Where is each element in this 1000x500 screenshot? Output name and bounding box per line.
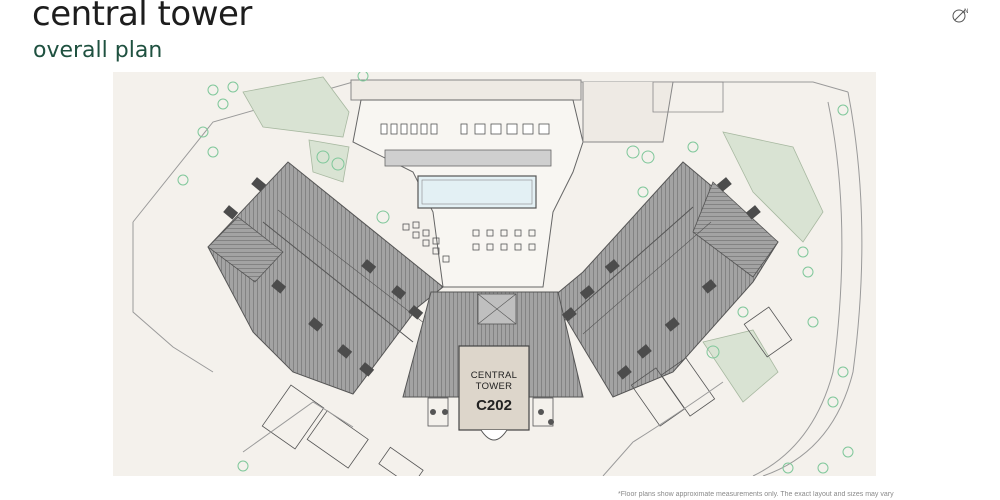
unit-label-c202[interactable]: CENTRAL TOWER C202 (459, 346, 529, 430)
west-wing-roof (207, 161, 444, 395)
unit-c202-highlight[interactable] (458, 345, 530, 431)
site-plan-drawing (132, 72, 863, 476)
page-title: central tower (32, 0, 252, 34)
unit-code: C202 (476, 397, 512, 414)
roof-vent-icon (223, 177, 761, 380)
unit-label-line1: CENTRAL (470, 370, 518, 381)
garden-area (308, 139, 350, 183)
page-subtitle: overall plan (33, 38, 163, 63)
swimming-pool (417, 175, 537, 209)
tree-icon (177, 72, 854, 474)
central-roof (402, 291, 584, 398)
garden-area (722, 131, 824, 243)
lounger-grid (402, 221, 536, 263)
garden-area (242, 76, 350, 138)
compass-icon: N (952, 8, 969, 23)
garden-area (702, 329, 779, 403)
parking-bays (261, 306, 793, 476)
unit-label-line2: TOWER (475, 381, 513, 392)
svg-text:N: N (964, 8, 969, 15)
accessible-parking-icon (430, 409, 554, 425)
footnote: *Floor plans show approximate measuremen… (618, 491, 894, 498)
site-plan: CENTRAL TOWER C202 (113, 72, 876, 476)
cabanas-row (380, 123, 550, 135)
